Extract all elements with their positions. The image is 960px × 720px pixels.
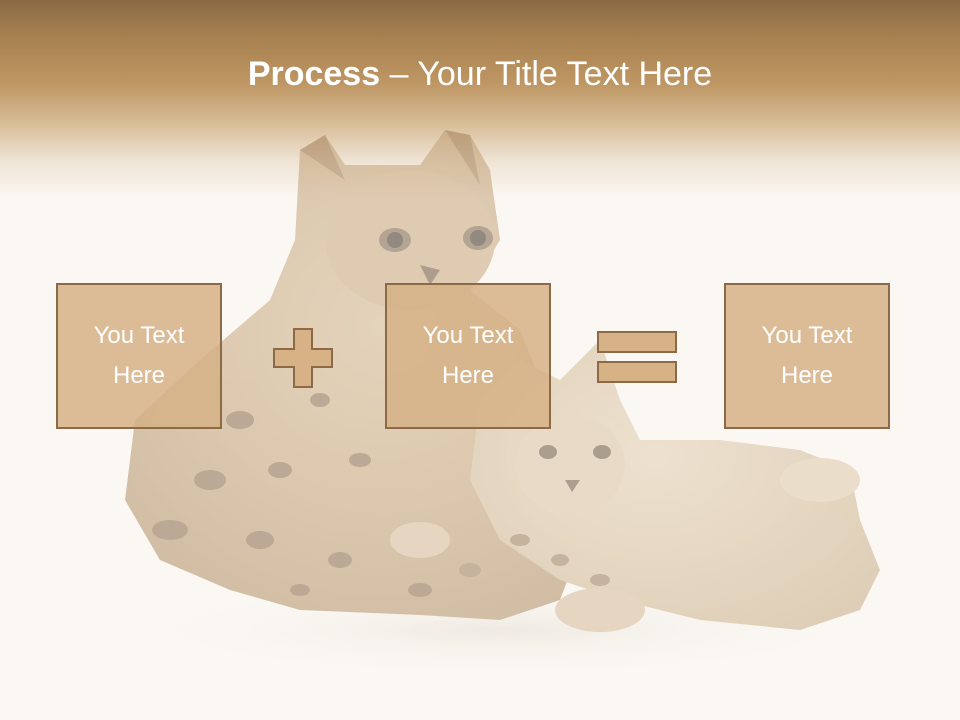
process-box-1-text: You Text Here <box>93 322 185 389</box>
plus-icon <box>273 328 333 388</box>
process-box-3[interactable]: You Text Here <box>724 283 890 429</box>
process-box-1[interactable]: You Text Here <box>56 283 222 429</box>
title-rest: – Your Title Text Here <box>389 55 713 93</box>
process-box-3-text: You Text Here <box>761 322 853 389</box>
process-box-2-text: You Text Here <box>422 322 514 389</box>
equals-icon <box>597 331 677 383</box>
title-bold: Process <box>247 55 381 93</box>
process-box-2[interactable]: You Text Here <box>385 283 551 429</box>
slide-title[interactable]: Process – Your Title Text Here <box>0 52 960 96</box>
